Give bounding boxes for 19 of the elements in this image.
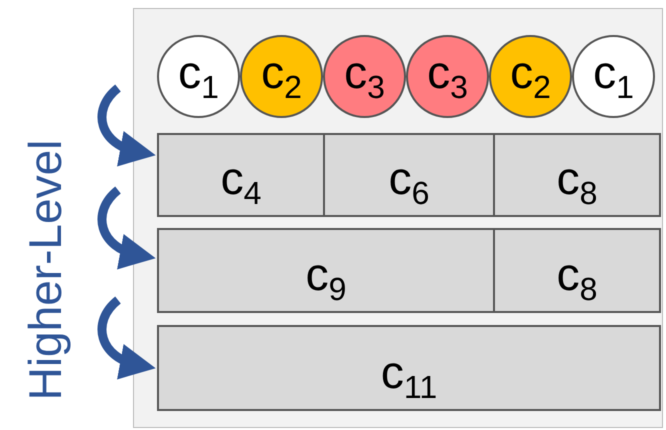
class-box (493, 133, 661, 217)
class-label: c$_{8}$ (556, 250, 598, 305)
class-box (493, 228, 661, 313)
class-label: c$_{1}$ (593, 49, 634, 104)
class-label: c$_{2}$ (261, 49, 302, 104)
class-box (323, 133, 495, 217)
class-box (157, 325, 661, 411)
class-box (157, 228, 495, 313)
class-box (157, 133, 325, 217)
class-label: c$_{3}$ (344, 49, 385, 104)
class-label: c$_{2}$ (510, 49, 551, 104)
class-label: c$_{6}$ (388, 154, 430, 209)
axis-label: Higher-Level (18, 140, 72, 400)
class-label: c$_{11}$ (380, 348, 438, 403)
class-label: c$_{1}$ (178, 49, 219, 104)
class-label: c$_{4}$ (220, 154, 262, 209)
class-label: c$_{8}$ (556, 154, 598, 209)
class-label: c$_{3}$ (427, 49, 468, 104)
class-label: c$_{9}$ (306, 250, 346, 305)
